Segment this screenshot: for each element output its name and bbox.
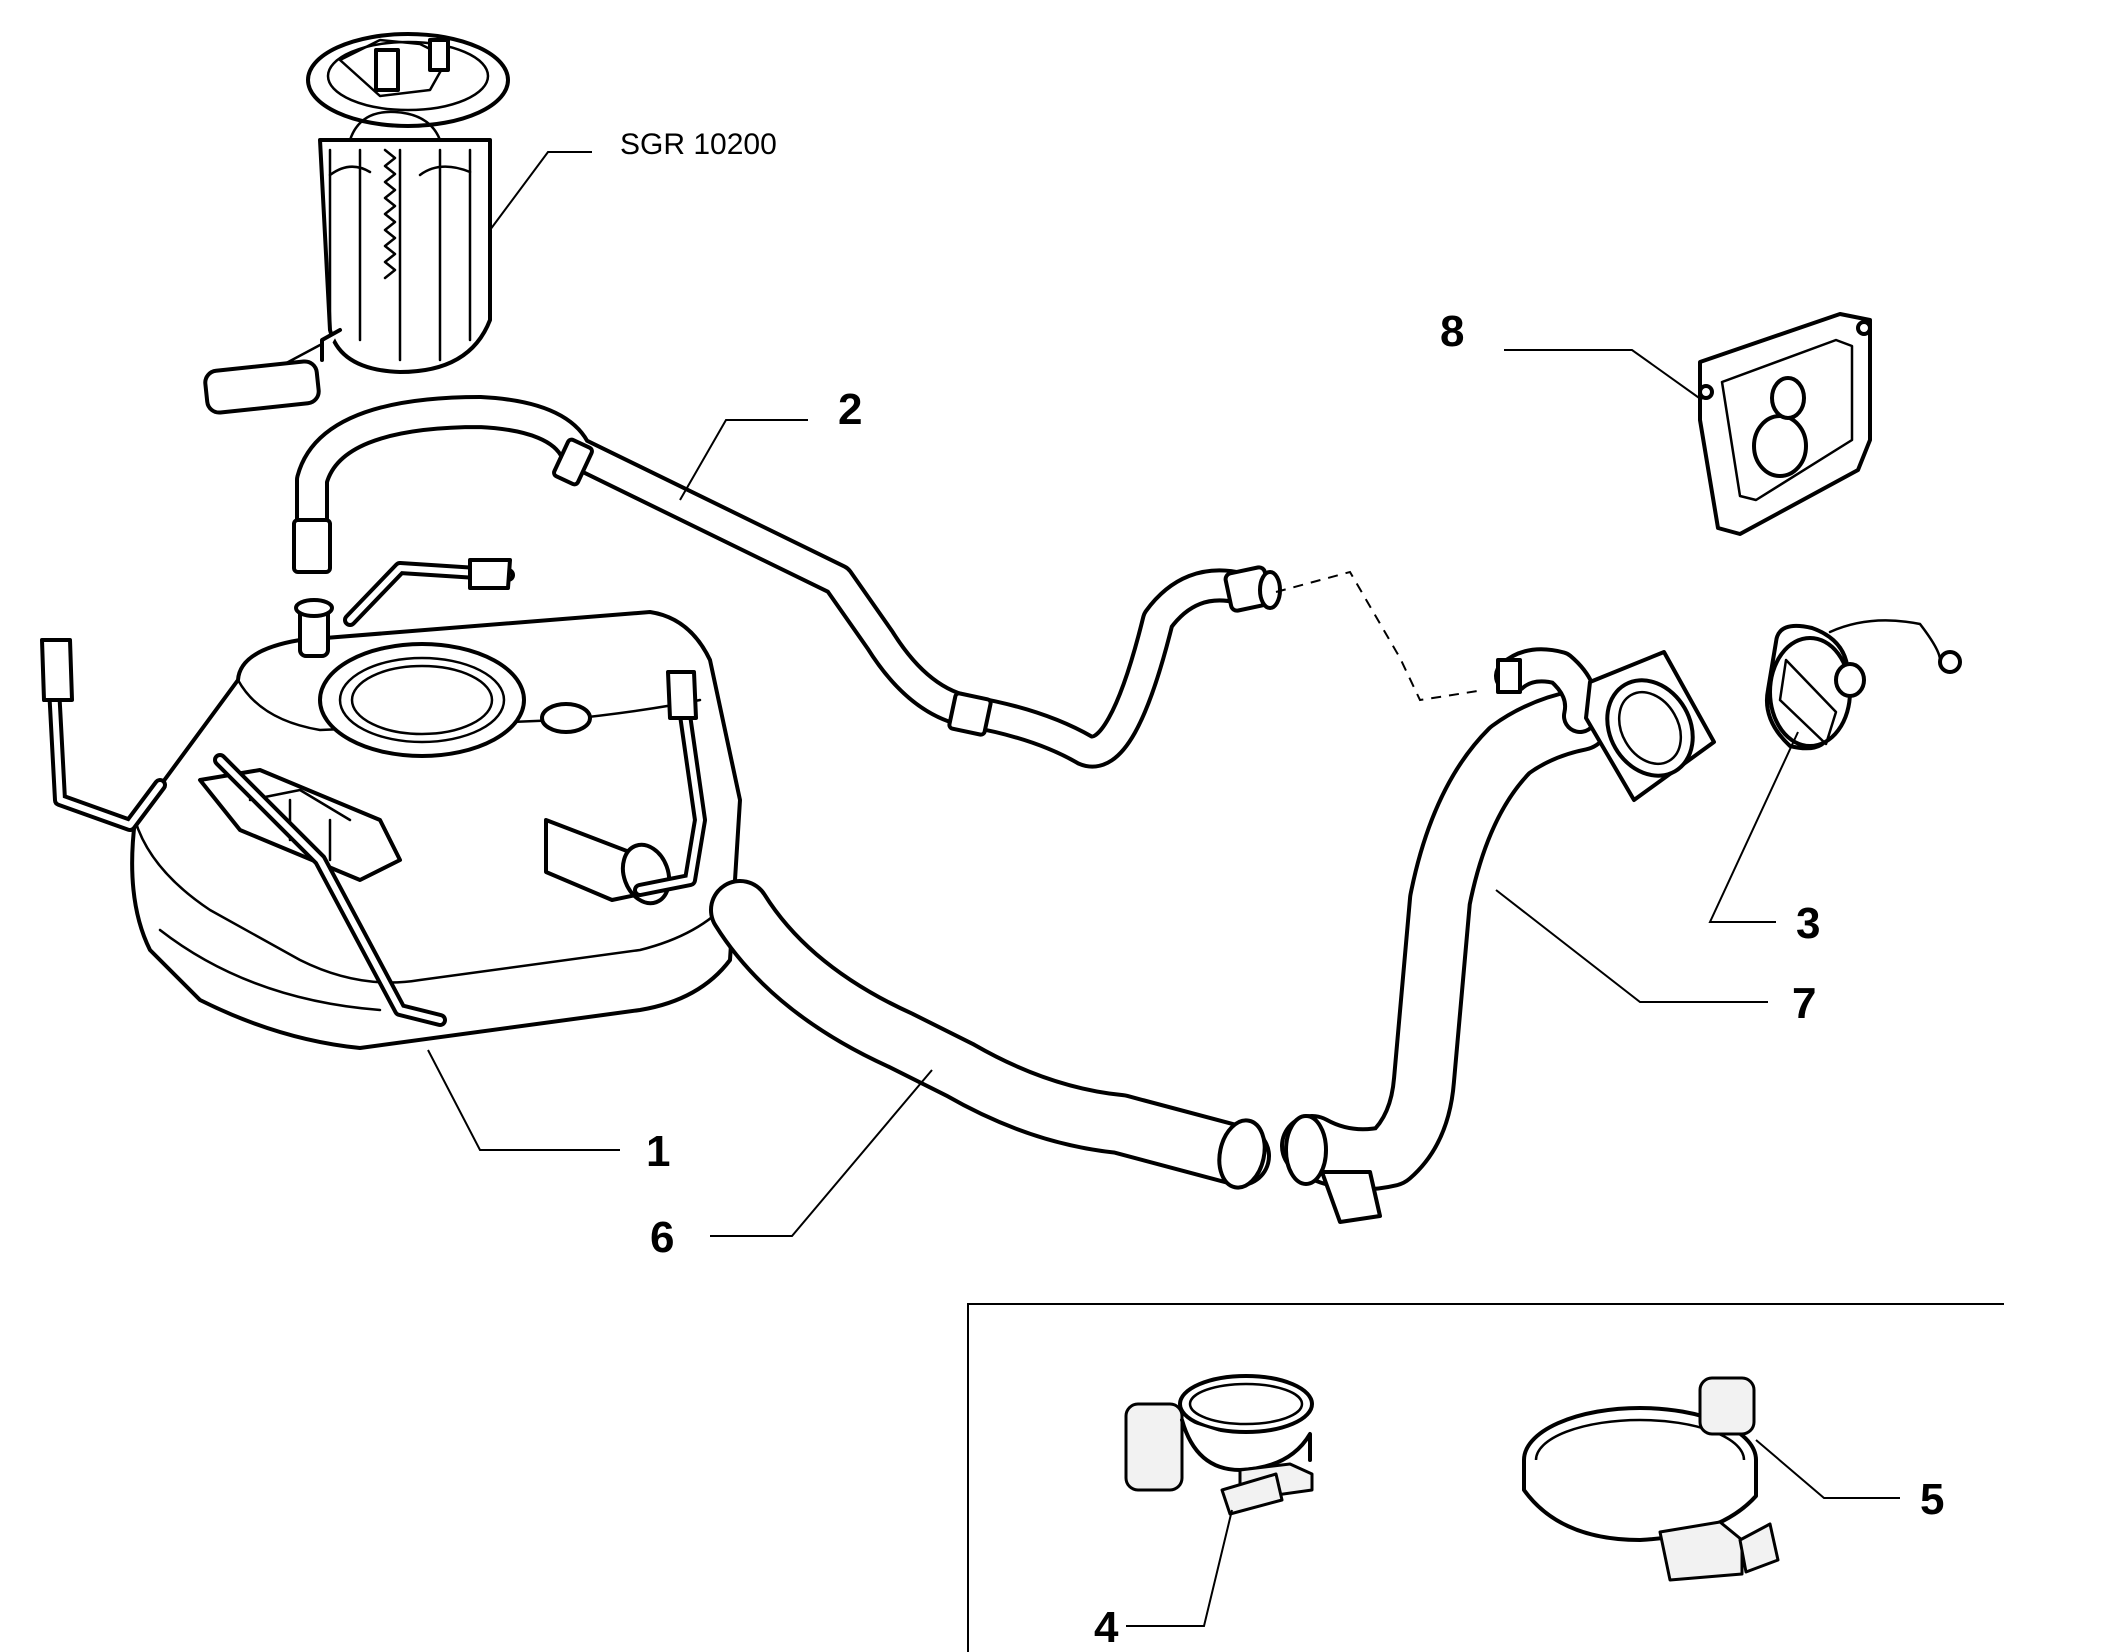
connection-dashed-line: [1275, 570, 1485, 702]
clamp-large-leader: [1755, 1439, 1900, 1499]
housing-plate-leader: [1504, 349, 1703, 401]
fuel-cap: [1765, 619, 1962, 751]
hose-clamp-small: [1124, 1374, 1314, 1516]
clamp-small-leader: [1126, 1509, 1233, 1627]
pump-leader: [489, 151, 592, 231]
vent-hose-leader: [679, 419, 808, 501]
label-8: 8: [1440, 307, 1464, 356]
hose-clamp-large: [1522, 1376, 1780, 1582]
tank-leader: [427, 1049, 620, 1151]
inset-box-border: [967, 1303, 2004, 1652]
label-5: 5: [1920, 1475, 1944, 1524]
fuel-cap-leader: [1708, 731, 1799, 923]
filler-pipe-leader: [1495, 889, 1768, 1003]
filler-housing-plate: [1698, 312, 1872, 536]
filler-hose-leader: [710, 1069, 933, 1237]
pump-code-label: SGR 10200: [620, 128, 777, 161]
label-6: 6: [650, 1213, 674, 1262]
label-7: 7: [1792, 979, 1816, 1028]
fuel-pump-module: [203, 32, 510, 415]
label-4: 4: [1094, 1603, 1119, 1652]
vent-hose: [292, 395, 1282, 769]
label-1: 1: [646, 1127, 670, 1176]
filler-pipe: [1280, 647, 1716, 1224]
label-2: 2: [838, 385, 862, 434]
label-3: 3: [1796, 899, 1820, 948]
fuel-tank: [40, 558, 742, 1050]
filler-hose: [709, 879, 1271, 1190]
